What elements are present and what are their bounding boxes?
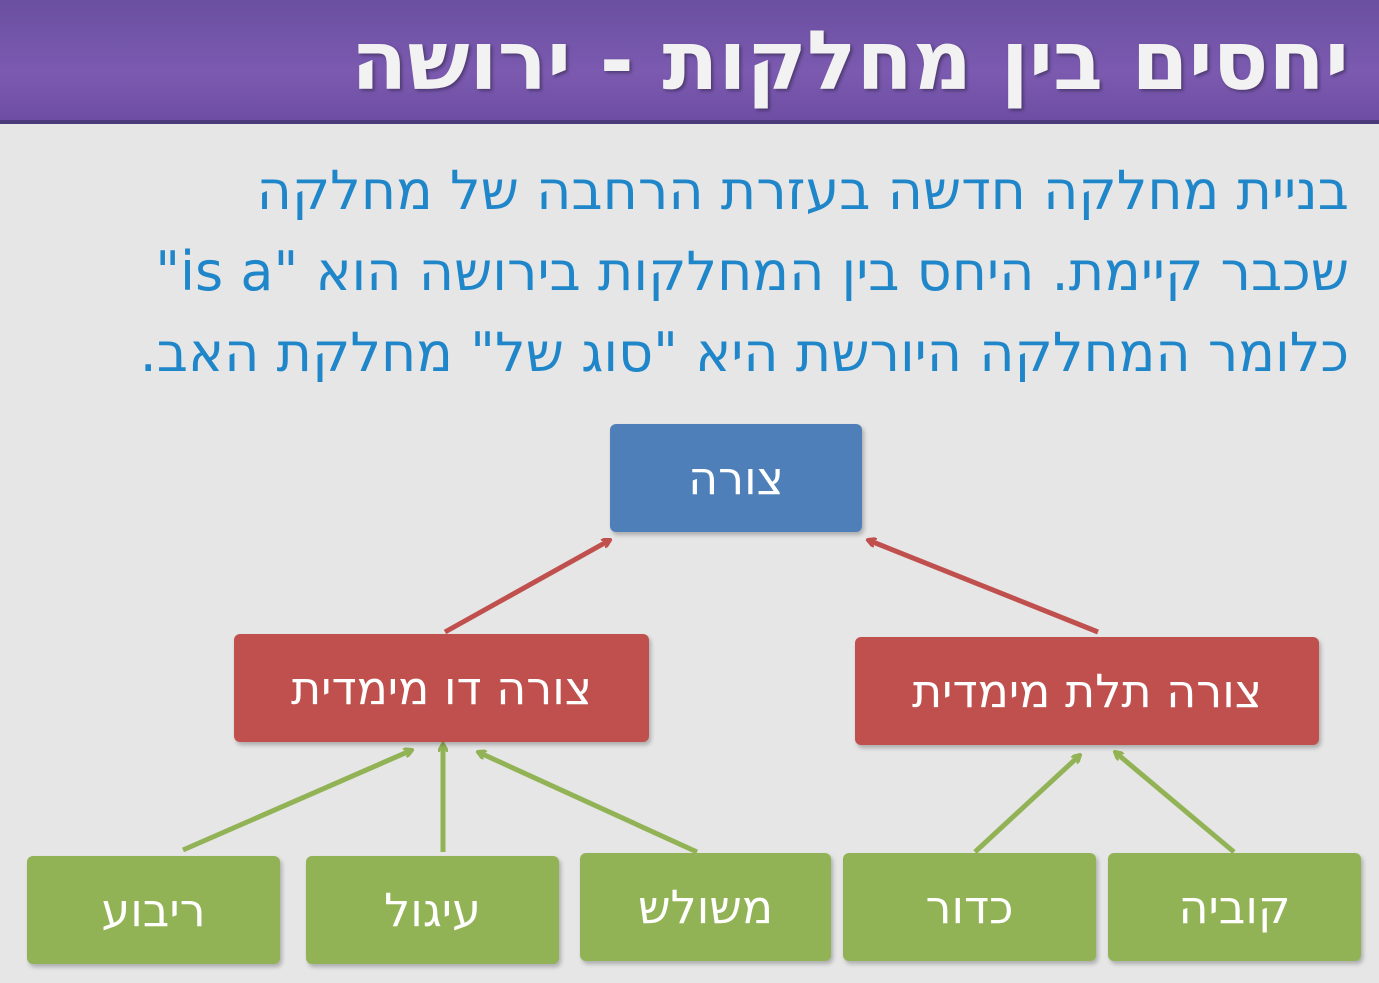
arrow-triangle-to-2d [478,752,699,855]
node-2d-shape: צורה דו מימדית [234,634,649,742]
arrow-3d-to-shape [868,540,1099,635]
node-shape: צורה [610,424,862,532]
node-cube: קוביה [1108,853,1361,961]
body-line-1: בניית מחלקה חדשה בעזרת הרחבה של מחלקה [256,159,1349,222]
node-3d-shape: צורה תלת מימדית [855,637,1319,745]
node-square: ריבוע [27,856,280,964]
arrow-cube-to-3d [1115,752,1236,854]
slide-title: יחסים בין מחלקות - ירושה [351,14,1349,109]
node-circle: עיגול [306,856,559,964]
body-line-2: שכבר קיימת. היחס בין המחלקות בירושה הוא … [155,240,1349,303]
title-bar: יחסים בין מחלקות - ירושה [0,0,1379,124]
arrow-2d-to-shape [443,537,610,635]
arrow-sphere-to-3d [973,755,1080,854]
body-text: בניית מחלקה חדשה בעזרת הרחבה של מחלקה שכ… [19,150,1349,393]
node-triangle: משולש [580,853,831,961]
body-line-3: כלומר המחלקה היורשת היא "סוג של" מחלקת ה… [139,321,1349,384]
arrow-square-to-2d [181,750,412,853]
node-sphere: כדור [843,853,1096,961]
